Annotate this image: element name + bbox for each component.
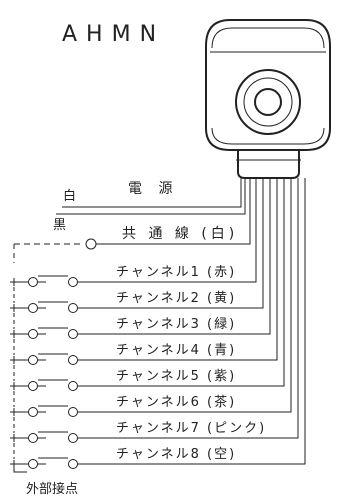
power-wires [56, 178, 246, 215]
common-terminal [85, 238, 97, 250]
channel-wire [78, 178, 306, 465]
channel-label: チャンネル4 (青) [116, 343, 236, 358]
channel-label: チャンネル8 (空) [116, 447, 236, 462]
channel-row: チャンネル8 (空) [10, 178, 306, 469]
channel-wire [78, 178, 278, 361]
junction-mark [10, 434, 18, 442]
contact-terminal [28, 381, 38, 391]
sensor-lens [235, 69, 301, 135]
contact-terminal [68, 355, 78, 365]
power-label: 電 源 [128, 181, 178, 197]
channel-wire [78, 178, 292, 413]
contact-terminal [28, 329, 38, 339]
channel-list: チャンネル1 (赤) チャンネル2 (黄) チャンネル3 (緑) チャンネル4 (青)… [10, 178, 306, 469]
contact-terminal [28, 459, 38, 469]
junction-mark [10, 382, 18, 390]
contact-terminal [68, 303, 78, 313]
channel-row: チャンネル6 (茶) [10, 178, 292, 433]
contact-terminal [28, 277, 38, 287]
black-wire-label: 黒 [53, 218, 66, 233]
channel-label: チャンネル2 (黄) [116, 291, 236, 306]
junction-mark [10, 356, 18, 364]
channel-row: チャンネル4 (青) [10, 178, 278, 381]
contact-terminal [28, 303, 38, 313]
common-wire-label: 共 通 線 (白) [122, 226, 238, 242]
contact-terminal [28, 407, 38, 417]
channel-row: チャンネル3 (緑) [10, 178, 271, 355]
contact-terminal [28, 433, 38, 443]
channel-label: チャンネル5 (紫) [116, 369, 236, 384]
contact-terminal [68, 381, 78, 391]
contact-terminal [68, 277, 78, 287]
channel-row: チャンネル1 (赤) [10, 178, 257, 303]
channel-row: チャンネル2 (黄) [10, 178, 264, 329]
channel-row: チャンネル5 (紫) [10, 178, 285, 407]
channel-row: チャンネル7 (ピンク) [10, 178, 299, 459]
junction-mark [10, 460, 18, 468]
contact-terminal [28, 355, 38, 365]
junction-mark [10, 330, 18, 338]
product-title: AHMN [62, 22, 165, 47]
junction-mark [10, 408, 18, 416]
external-contact-label: 外部接点 [26, 481, 78, 497]
channel-wire [78, 178, 285, 387]
device-unit [205, 19, 331, 179]
channel-wire [78, 178, 264, 309]
channel-label: チャンネル1 (赤) [116, 265, 236, 280]
channel-label: チャンネル6 (茶) [116, 394, 236, 410]
junction-mark [10, 278, 18, 286]
channel-label: チャンネル3 (緑) [116, 317, 236, 332]
contact-terminal [68, 329, 78, 339]
white-wire-label: 白 [63, 188, 76, 204]
contact-terminal [68, 407, 78, 417]
junction-mark [10, 304, 18, 312]
contact-terminal [68, 433, 78, 443]
channel-wire [78, 178, 271, 335]
channel-wire [78, 178, 299, 439]
channel-label: チャンネル7 (ピンク) [116, 421, 266, 436]
contact-terminal [68, 459, 78, 469]
channel-wire [78, 178, 257, 283]
